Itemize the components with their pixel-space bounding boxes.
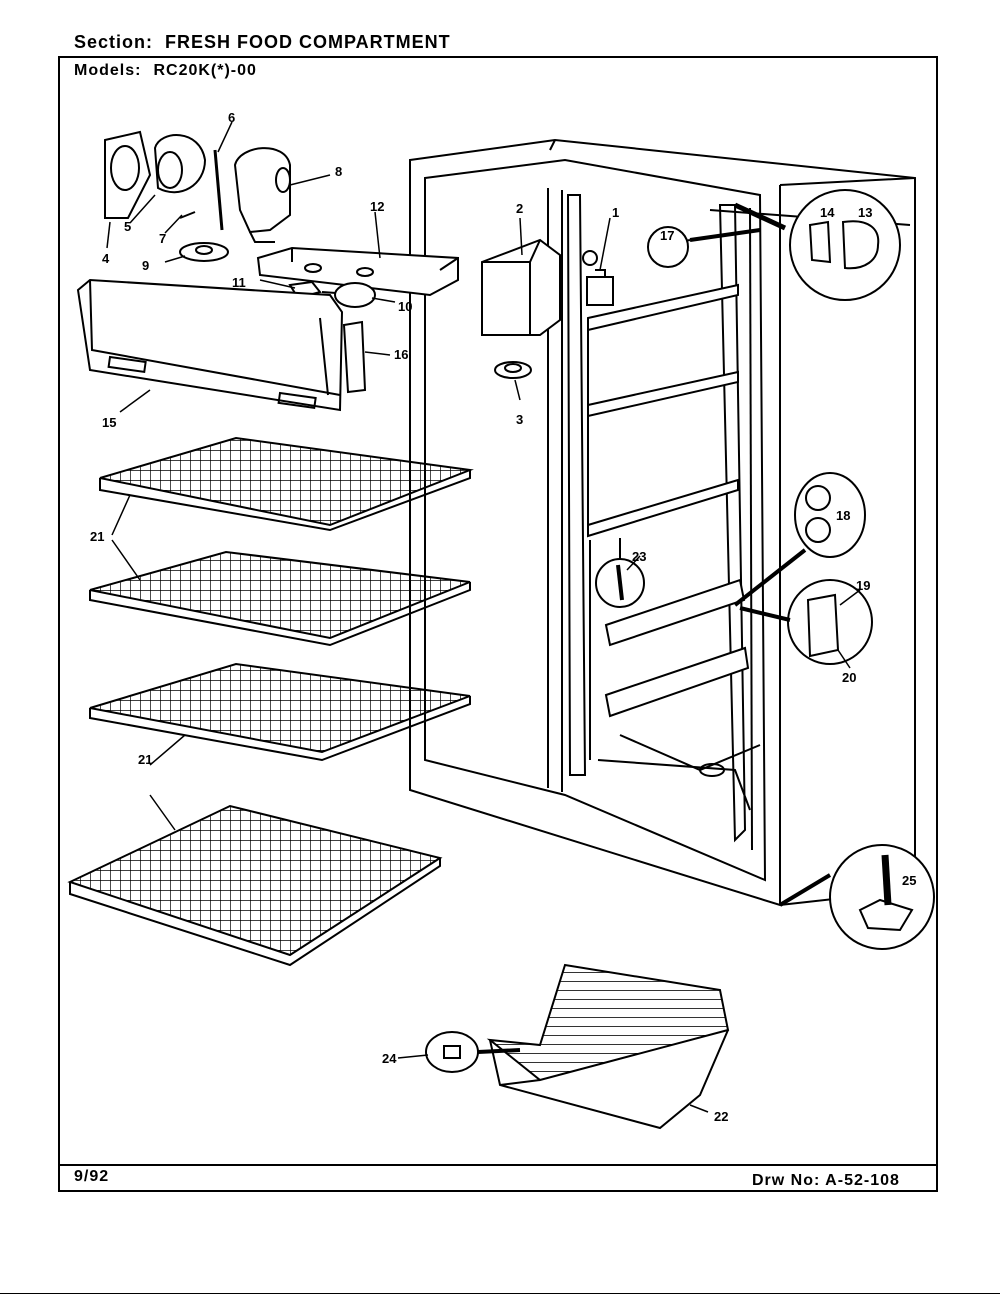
detail-circle-17 [647,226,761,268]
section-heading: Section: FRESH FOOD COMPARTMENT [74,32,451,53]
callout-11: 11 [232,275,246,290]
wire-shelf-3 [89,662,471,762]
callout-19: 19 [856,578,870,593]
models-heading: Models: RC20K(*)-00 [74,62,257,80]
section-value: FRESH FOOD COMPARTMENT [165,32,451,52]
wire-basket [486,963,730,1130]
page-bottom-rule [0,1293,1000,1294]
detail-circle-13-14 [733,189,901,301]
detail-circle-19-20 [739,579,873,665]
callout-5: 5 [124,219,131,234]
footer-divider [58,1164,938,1166]
callout-2: 2 [516,201,523,216]
callout-1: 1 [612,205,619,220]
wire-shelf-4 [67,804,443,967]
callout-12: 12 [370,199,384,214]
callout-23: 23 [632,549,646,564]
models-value: RC20K(*)-00 [153,62,257,79]
models-label: Models: [74,62,142,79]
callout-24: 24 [382,1051,397,1066]
callout-9: 9 [142,258,149,273]
light-shield [76,278,367,412]
callout-labels: 1 2 3 4 5 6 7 8 9 10 11 12 13 14 15 16 1… [90,110,916,1124]
callout-14: 14 [820,205,835,220]
leader-lines [106,121,861,1113]
callout-18: 18 [836,508,850,523]
callout-8: 8 [335,164,342,179]
callout-10: 10 [398,299,412,314]
callout-6: 6 [228,110,235,125]
detail-circle-24 [425,1031,521,1073]
callout-13: 13 [858,205,872,220]
callout-20: 20 [842,670,856,685]
detail-circle-18 [733,472,866,607]
wire-shelf-1 [99,436,474,532]
footer-date: 9/92 [74,1168,110,1185]
detail-circle-23 [595,538,645,608]
callout-7: 7 [159,231,166,246]
detail-circle-25 [778,844,935,950]
callout-16: 16 [394,347,408,362]
light-assembly [104,130,459,308]
callout-4: 4 [102,251,110,266]
drawing-number: Drw No: A-52-108 [752,1172,900,1189]
callout-3: 3 [516,412,523,427]
callout-25: 25 [902,873,916,888]
callout-21-lower: 21 [138,752,152,767]
callout-17: 17 [660,228,674,243]
wire-shelf-2 [89,550,471,647]
callout-15: 15 [102,415,116,430]
diagram-frame [58,56,938,1192]
section-label: Section: [74,32,154,52]
callout-21-upper: 21 [90,529,104,544]
callout-22: 22 [714,1109,728,1124]
control-housing [481,236,691,379]
